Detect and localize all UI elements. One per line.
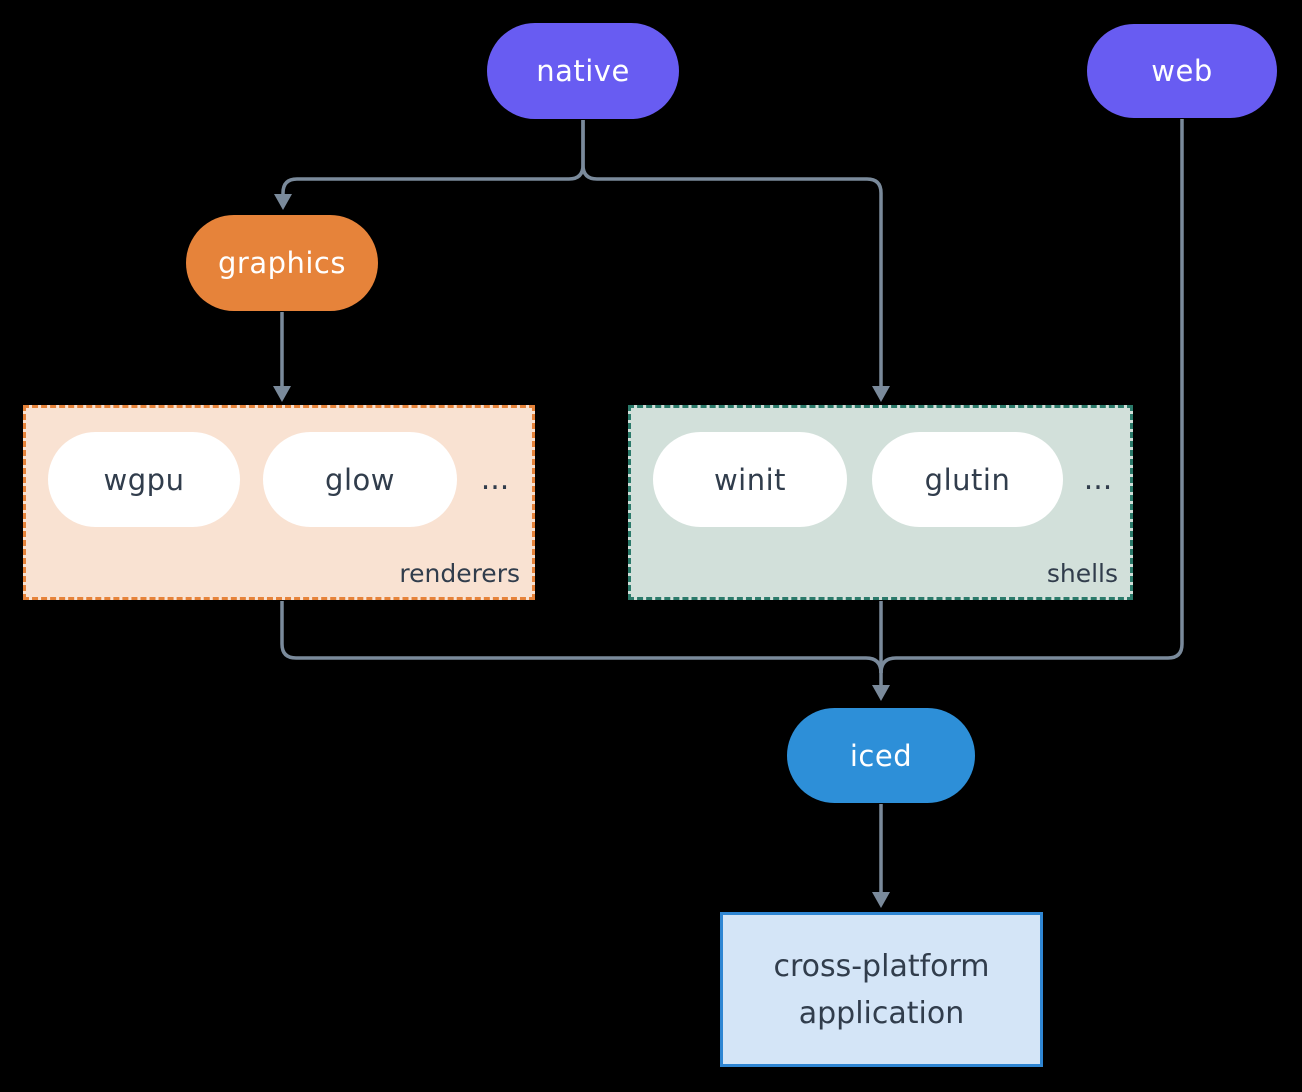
arrowhead-iced [872,685,890,701]
edge-native-shells [581,120,883,387]
pill-wgpu: wgpu [48,432,240,527]
pill-glutin-label: glutin [924,462,1011,497]
arrowhead-renderers [273,386,291,402]
node-native: native [487,23,679,119]
edge-renderers-iced [280,601,883,674]
arrowhead-app [872,892,890,908]
arrowhead-shells [872,386,890,402]
app-label-line2: application [798,995,965,1031]
node-web: web [1087,24,1277,118]
renderers-label: renderers [399,559,520,588]
pill-glutin: glutin [872,432,1063,527]
node-graphics-label: graphics [217,246,346,280]
node-iced: iced [787,708,975,803]
group-renderers: wgpu glow ... renderers [23,405,535,600]
pill-winit-label: winit [713,462,787,497]
node-iced-label: iced [849,738,913,773]
pill-glow: glow [263,432,457,527]
node-native-label: native [536,54,630,88]
group-shells: winit glutin ... shells [628,405,1133,600]
shells-label: shells [1046,559,1118,588]
app-label-line1: cross-platform [773,948,990,984]
node-graphics: graphics [186,215,378,311]
edge-native-graphics [281,120,585,196]
renderers-ellipsis: ... [480,462,510,497]
pill-wgpu-label: wgpu [103,462,185,497]
pill-winit: winit [653,432,847,527]
pill-glow-label: glow [325,462,395,497]
shells-ellipsis: ... [1083,462,1113,497]
node-web-label: web [1151,54,1213,88]
arrowhead-graphics [274,194,292,210]
app-box: cross-platform application [720,912,1043,1067]
